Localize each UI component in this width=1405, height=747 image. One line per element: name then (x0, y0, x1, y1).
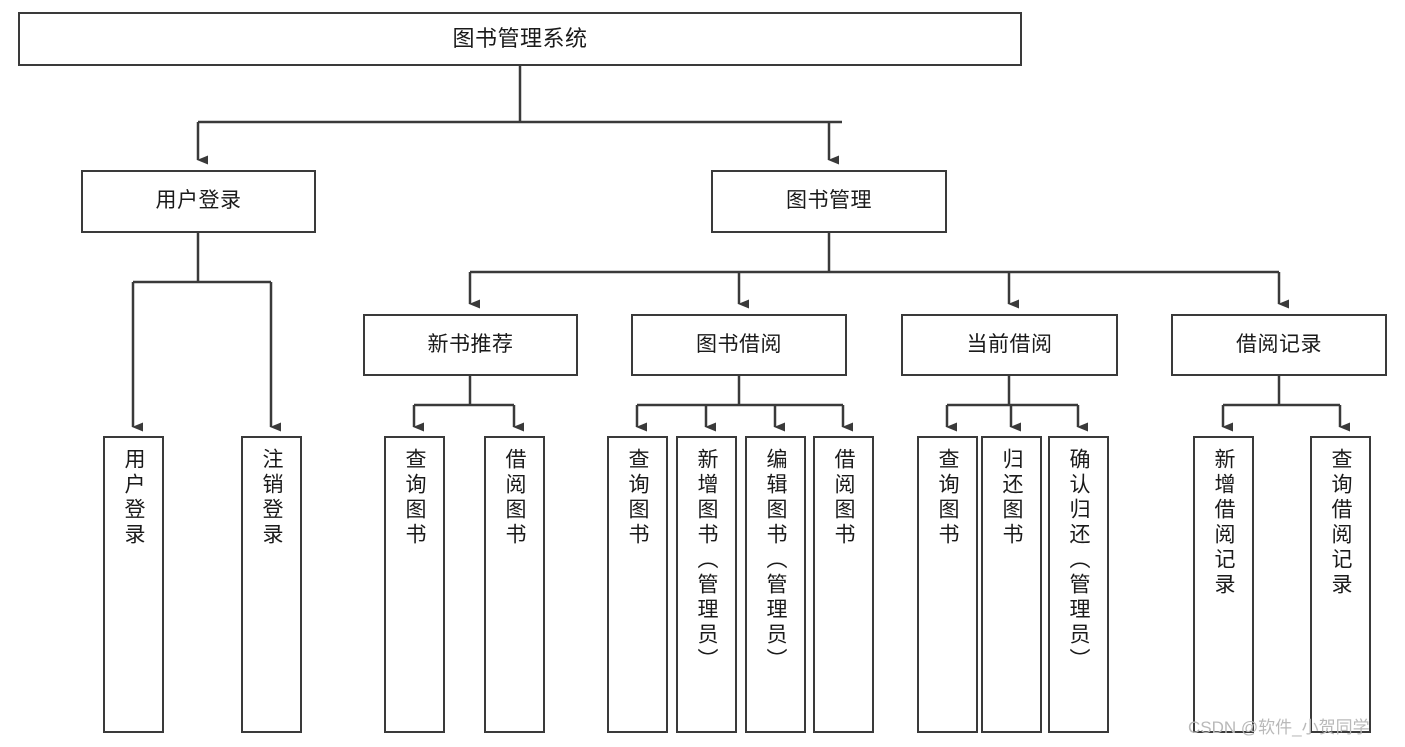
node-label: 查询借阅记录 (1329, 448, 1352, 598)
node-leaf-add-borrow-record[interactable]: 新增借阅记录 (1193, 436, 1254, 733)
node-label: 图书管理 (786, 189, 872, 213)
node-label: 查询图书 (403, 448, 426, 548)
node-book-management[interactable]: 图书管理 (711, 170, 947, 233)
node-leaf-confirm-return-admin[interactable]: 确认归还（管理员） (1048, 436, 1109, 733)
node-leaf-query-borrow-record[interactable]: 查询借阅记录 (1310, 436, 1371, 733)
node-borrow-record[interactable]: 借阅记录 (1171, 314, 1387, 376)
node-label: 新增图书（管理员） (695, 448, 718, 673)
node-label: 编辑图书（管理员） (764, 448, 787, 673)
node-leaf-return-book[interactable]: 归还图书 (981, 436, 1042, 733)
node-leaf-borrow-book[interactable]: 借阅图书 (813, 436, 874, 733)
node-label: 借阅图书 (503, 448, 526, 548)
node-label: 图书管理系统 (452, 26, 588, 52)
node-label: 注销登录 (260, 448, 283, 548)
node-leaf-query-book-current[interactable]: 查询图书 (917, 436, 978, 733)
node-user-login[interactable]: 用户登录 (81, 170, 316, 233)
node-current-borrow[interactable]: 当前借阅 (901, 314, 1118, 376)
node-leaf-query-book-new[interactable]: 查询图书 (384, 436, 445, 733)
node-label: 新增借阅记录 (1212, 448, 1235, 598)
node-label: 查询图书 (626, 448, 649, 548)
node-label: 用户登录 (155, 189, 242, 213)
csdn-watermark: CSDN @软件_小贺同学 (1188, 718, 1370, 737)
node-label: 确认归还（管理员） (1067, 448, 1090, 673)
node-leaf-borrow-book-new[interactable]: 借阅图书 (484, 436, 545, 733)
node-leaf-add-book-admin[interactable]: 新增图书（管理员） (676, 436, 737, 733)
node-label: 当前借阅 (966, 332, 1053, 356)
node-label: 借阅图书 (832, 448, 855, 548)
node-label: 归还图书 (1000, 448, 1023, 548)
node-label: 图书借阅 (696, 332, 782, 356)
node-leaf-edit-book-admin[interactable]: 编辑图书（管理员） (745, 436, 806, 733)
node-leaf-query-book-borrow[interactable]: 查询图书 (607, 436, 668, 733)
node-label: 借阅记录 (1236, 332, 1322, 356)
node-new-book-recommend[interactable]: 新书推荐 (363, 314, 578, 376)
node-label: 新书推荐 (427, 332, 514, 356)
node-leaf-user-login[interactable]: 用户登录 (103, 436, 164, 733)
node-label: 用户登录 (122, 448, 145, 548)
node-root-system[interactable]: 图书管理系统 (18, 12, 1022, 66)
node-label: 查询图书 (936, 448, 959, 548)
node-book-borrow[interactable]: 图书借阅 (631, 314, 847, 376)
node-leaf-logout[interactable]: 注销登录 (241, 436, 302, 733)
